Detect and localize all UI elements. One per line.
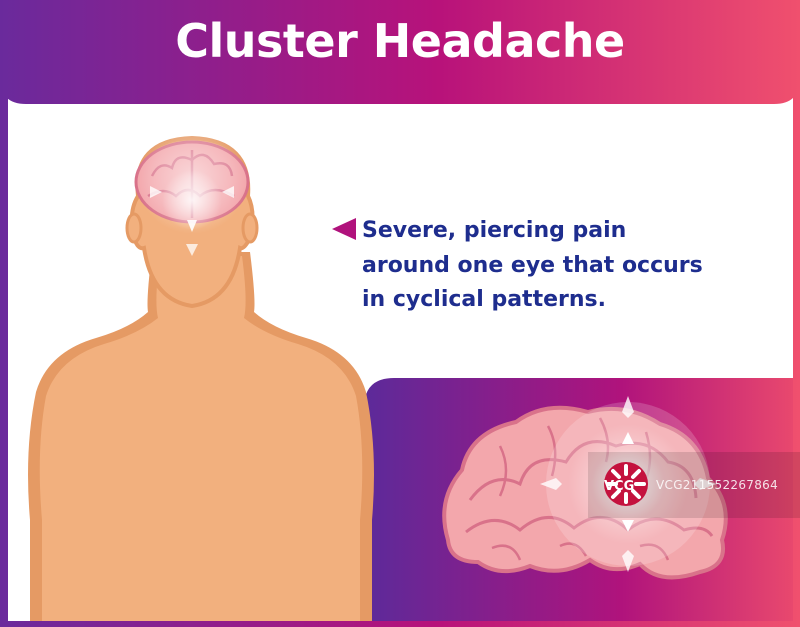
page-title: Cluster Headache bbox=[175, 14, 625, 68]
watermark: VCG211552267864 bbox=[590, 454, 800, 518]
description-line-1: Severe, piercing pain bbox=[362, 218, 627, 243]
watermark-id: VCG211552267864 bbox=[656, 478, 779, 492]
description-line-3: in cyclical patterns. bbox=[362, 287, 606, 312]
vcg-logo-icon: VCG bbox=[588, 452, 800, 518]
body-silhouette bbox=[28, 122, 374, 621]
pointer-arrow-icon bbox=[332, 218, 356, 240]
description-line-2: around one eye that occurs bbox=[362, 252, 703, 278]
vcg-logo-text: VCG bbox=[604, 479, 634, 494]
head-brain-icon bbox=[134, 122, 250, 256]
header-band bbox=[0, 0, 800, 104]
description-text: Severe, piercing pain around one eye tha… bbox=[362, 214, 782, 318]
